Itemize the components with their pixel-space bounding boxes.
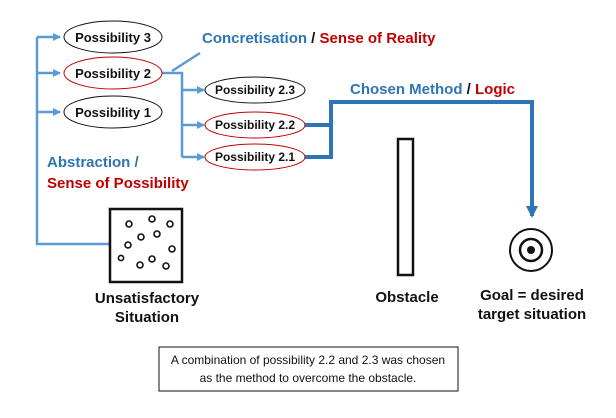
concretisation-label-pointer	[171, 51, 201, 73]
possibility-2-2-label: Possibility 2.2	[215, 118, 295, 132]
slash-separator: /	[307, 30, 320, 47]
chosen-method-path	[304, 100, 538, 218]
possibility-2-2: Possibility 2.2	[204, 111, 306, 139]
concretisation-heading: Concretisation / Sense of Reality	[202, 30, 436, 47]
possibility-2-1-label: Possibility 2.1	[215, 150, 295, 164]
caption-line2: as the method to overcome the obstacle.	[200, 371, 417, 385]
possibility-1-label: Possibility 1	[75, 105, 151, 120]
particle-dots	[117, 215, 176, 270]
possibility-1: Possibility 1	[63, 95, 163, 129]
sense-of-possibility-label: Sense of Possibility	[47, 175, 189, 192]
obstacle-label: Obstacle	[375, 289, 438, 306]
possibility-3-label: Possibility 3	[75, 30, 151, 45]
unsatisfactory-situation-box	[108, 207, 184, 284]
logic-label: Logic	[475, 81, 515, 98]
possibility-3: Possibility 3	[63, 20, 163, 54]
obstacle-bar	[396, 137, 415, 277]
possibility-2-label: Possibility 2	[75, 66, 151, 81]
slash-separator: /	[463, 81, 476, 98]
chosen-method-label: Chosen Method	[350, 81, 463, 98]
possibility-2: Possibility 2	[63, 56, 163, 90]
goal-label-line1: Goal = desired	[480, 287, 584, 304]
goal-target-icon	[509, 228, 553, 272]
possibility-2-3: Possibility 2.3	[204, 76, 306, 104]
concretisation-line	[162, 71, 184, 157]
unsatisfactory-label-line1: Unsatisfactory	[95, 290, 200, 307]
goal-label-line2: target situation	[478, 306, 586, 323]
unsatisfactory-label-line2: Situation	[115, 309, 179, 326]
possibility-2-3-label: Possibility 2.3	[215, 83, 295, 97]
sense-of-reality-label: Sense of Reality	[320, 30, 437, 47]
caption-line1: A combination of possibility 2.2 and 2.3…	[171, 353, 445, 367]
chosen-method-heading: Chosen Method / Logic	[350, 81, 515, 98]
concretisation-label: Concretisation	[202, 30, 307, 47]
possibility-2-1: Possibility 2.1	[204, 143, 306, 171]
caption-box: A combination of possibility 2.2 and 2.3…	[158, 346, 459, 392]
abstraction-label: Abstraction /	[47, 154, 140, 171]
